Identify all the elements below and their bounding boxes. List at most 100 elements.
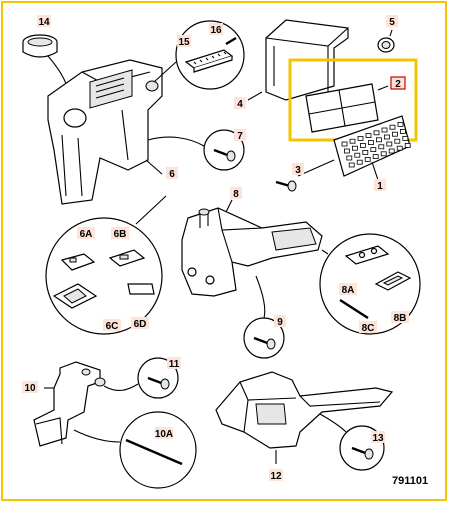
detail-bubble-10a	[119, 411, 197, 489]
callout-bg-c11	[167, 357, 181, 369]
callout-c10[interactable]: 10	[24, 383, 36, 394]
grille-hole	[396, 145, 403, 151]
part-2-lens[interactable]	[305, 83, 379, 133]
leader-11	[103, 383, 139, 392]
callout-c12[interactable]: 12	[270, 471, 282, 482]
part-9-screw[interactable]	[253, 336, 276, 350]
part-10a-rod[interactable]	[125, 438, 183, 466]
callout-c16[interactable]: 16	[210, 25, 222, 36]
grille-hole	[397, 122, 404, 127]
grille-hole	[362, 149, 369, 155]
callout-bg-c6d	[131, 317, 149, 329]
grille-hole	[373, 130, 380, 136]
part-12-lower-housing[interactable]	[215, 371, 394, 449]
callout-bg-c8b	[391, 311, 409, 323]
callout-c9[interactable]: 9	[277, 317, 283, 328]
leader-1	[371, 161, 379, 181]
callout-c11[interactable]: 11	[169, 359, 180, 370]
grille-hole	[367, 140, 374, 146]
part-13-screw[interactable]	[351, 446, 374, 460]
callout-bg-c6b	[111, 227, 129, 239]
part-6b-clip[interactable]	[108, 249, 146, 267]
leader-bubble-10a	[73, 429, 121, 443]
part-8a-plate[interactable]	[344, 245, 390, 265]
grille-hole	[370, 147, 377, 153]
callout-bg-c1	[374, 179, 386, 191]
callout-c3[interactable]: 3	[295, 165, 301, 176]
callout-c6[interactable]: 6	[169, 169, 175, 180]
part-3-screw[interactable]	[275, 180, 297, 192]
diagram-frame	[1, 1, 447, 501]
callout-c14[interactable]: 14	[38, 17, 50, 28]
part-11-screw[interactable]	[147, 376, 170, 390]
part-15-connector-strip[interactable]	[184, 49, 234, 73]
callout-c6a[interactable]: 6A	[80, 229, 93, 240]
part-5-grommet[interactable]	[377, 37, 395, 53]
callout-bg-c9	[274, 315, 286, 327]
callout-c1[interactable]: 1	[377, 181, 383, 192]
callout-c6c[interactable]: 6C	[106, 321, 119, 332]
part-6a-clip[interactable]	[60, 253, 96, 271]
callout-c8a[interactable]: 8A	[342, 285, 355, 296]
grille-hole	[357, 135, 364, 141]
callout-c10a[interactable]: 10A	[155, 429, 173, 440]
callout-bg-c8a	[339, 283, 357, 295]
callout-bg-c8c	[359, 321, 377, 333]
callout-c7[interactable]: 7	[237, 131, 243, 142]
callout-c15[interactable]: 15	[178, 37, 190, 48]
callout-bg-c6	[166, 167, 178, 179]
callout-labels: 14 16 15 5 4 2 7 6 3 1 8 6A 6B 6C 6D 8A 8B 8C 9 10 11 10A 12 13	[22, 15, 409, 482]
grille-hole	[399, 128, 406, 134]
callout-bg-c4	[234, 97, 246, 109]
grille-hole	[343, 148, 350, 154]
grille-hole	[383, 134, 390, 140]
grille-hole	[391, 131, 398, 137]
part-16-pin[interactable]	[225, 36, 237, 46]
leader-bubble-8	[321, 249, 329, 255]
grille-hole	[404, 142, 411, 148]
grille-hole	[354, 152, 361, 158]
grille-hole	[349, 138, 356, 144]
part-10-bracket[interactable]	[33, 361, 106, 447]
leader-13	[319, 413, 347, 433]
part-8c-strip[interactable]	[339, 298, 369, 320]
grille-hole	[378, 144, 385, 150]
leader-9	[255, 275, 266, 319]
part-8-bracket-housing[interactable]	[181, 207, 323, 297]
part-7-screw[interactable]	[213, 148, 236, 162]
callout-c4[interactable]: 4	[237, 99, 243, 110]
leader-5	[389, 29, 393, 37]
callout-bg-c10	[22, 381, 38, 393]
grille-hole	[394, 138, 401, 144]
callout-bg-c8	[230, 187, 242, 199]
callout-bg-c10a	[155, 427, 173, 439]
leader-15	[153, 61, 177, 83]
leader-4	[247, 91, 263, 101]
grille-hole	[375, 137, 382, 143]
callout-c8b[interactable]: 8B	[394, 313, 407, 324]
part-6c-gasket[interactable]	[52, 283, 98, 309]
leader-8	[225, 199, 233, 213]
grille-hole	[402, 135, 409, 141]
leader-7	[147, 136, 205, 147]
part-6-main-body[interactable]	[47, 59, 163, 205]
callout-c8[interactable]: 8	[233, 189, 239, 200]
callout-bg-c13	[371, 431, 385, 443]
callout-bg-c7	[234, 129, 246, 141]
part-6d-block[interactable]	[127, 283, 155, 295]
detail-bubble-6abcd	[45, 217, 163, 335]
callout-c8c[interactable]: 8C	[362, 323, 375, 334]
callout-c13[interactable]: 13	[372, 433, 384, 444]
grille-hole	[348, 162, 355, 168]
callout-c6d[interactable]: 6D	[134, 319, 147, 330]
grille-hole	[389, 124, 396, 130]
callout-bg-c3	[292, 163, 304, 175]
callout-c5[interactable]: 5	[389, 17, 395, 28]
grille-hole	[356, 159, 363, 165]
part-8b-seal[interactable]	[374, 271, 412, 291]
callout-c6b[interactable]: 6B	[114, 229, 127, 240]
part-14-cap[interactable]	[22, 34, 58, 58]
grille-holes	[341, 122, 411, 168]
callout-c2[interactable]: 2	[395, 79, 401, 90]
callout-bg-c12	[269, 469, 283, 481]
